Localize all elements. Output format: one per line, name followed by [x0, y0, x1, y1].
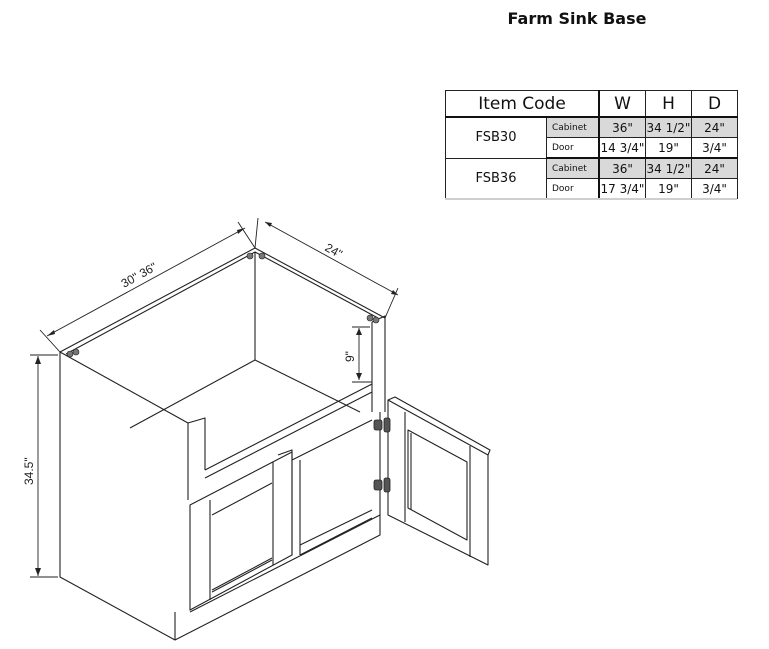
- table-row: Door 17 3/4" 19" 3/4": [446, 178, 738, 199]
- height-cell: 34 1/2": [645, 116, 692, 138]
- header-width: W: [598, 90, 646, 118]
- row-type-cell: Cabinet: [546, 157, 600, 179]
- item-code-cell: FSB30: [445, 116, 547, 159]
- apron-dimension-label: 9": [343, 351, 357, 362]
- width-cell: 17 3/4": [598, 178, 646, 199]
- spec-table: Item Code W H D FSB30 Cabinet 36" 34 1/2…: [445, 90, 738, 199]
- table-shadow: [445, 198, 737, 200]
- header-depth: D: [691, 90, 738, 118]
- width-cell: 14 3/4": [598, 137, 646, 159]
- table-header-row: Item Code W H D: [445, 90, 738, 118]
- table-row: Door 14 3/4" 19" 3/4": [446, 137, 738, 159]
- depth-cell: 24": [691, 157, 738, 179]
- table-row: FSB36 Cabinet 36" 34 1/2" 24": [445, 157, 738, 199]
- height-dimension-label: 34.5": [22, 457, 36, 485]
- depth-cell: 24": [691, 116, 738, 138]
- item-code-cell: FSB36: [445, 157, 547, 199]
- width-cell: 36": [598, 157, 646, 179]
- header-item-code: Item Code: [445, 90, 600, 118]
- page-title: Farm Sink Base: [507, 9, 647, 28]
- depth-dimension-label: 24": [323, 240, 345, 261]
- header-height: H: [645, 90, 692, 118]
- depth-cell: 3/4": [691, 178, 738, 199]
- depth-cell: 3/4": [691, 137, 738, 159]
- row-type-cell: Cabinet: [546, 116, 600, 138]
- table-row: FSB30 Cabinet 36" 34 1/2" 24": [445, 116, 738, 159]
- height-cell: 34 1/2": [645, 157, 692, 179]
